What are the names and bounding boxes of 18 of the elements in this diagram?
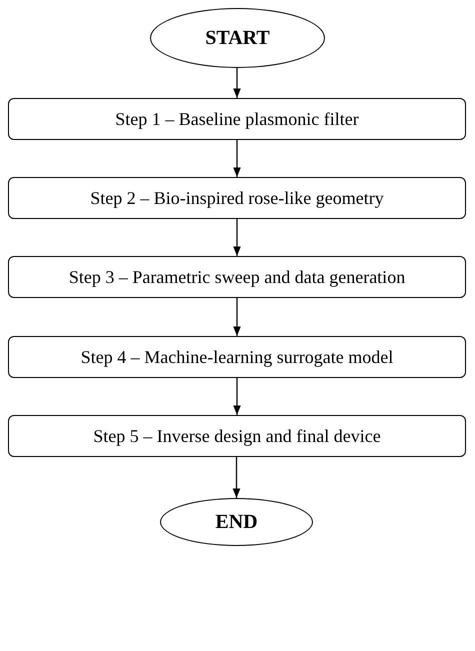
arrow xyxy=(233,140,241,177)
terminal-label: END xyxy=(215,510,258,535)
step-label: Step 2 – Bio-inspired rose-like geometry xyxy=(90,186,384,210)
process-box xyxy=(8,336,466,378)
terminal-label: START xyxy=(205,26,270,51)
process-box xyxy=(8,98,466,140)
step-label: Step 4 – Machine-learning surrogate model xyxy=(80,346,394,368)
arrow xyxy=(232,457,240,498)
arrow xyxy=(233,219,241,256)
step-label: Step 3 – Parametric sweep and data generation xyxy=(68,266,406,288)
arrow xyxy=(233,68,241,98)
arrow xyxy=(233,298,241,336)
step-label: Step 5 – Inverse design and final device xyxy=(93,424,381,448)
process-box xyxy=(8,415,466,457)
process-box xyxy=(8,256,466,298)
step-label: Step 1 – Baseline plasmonic filter xyxy=(115,108,359,130)
process-box xyxy=(8,177,466,219)
arrow xyxy=(233,378,241,415)
